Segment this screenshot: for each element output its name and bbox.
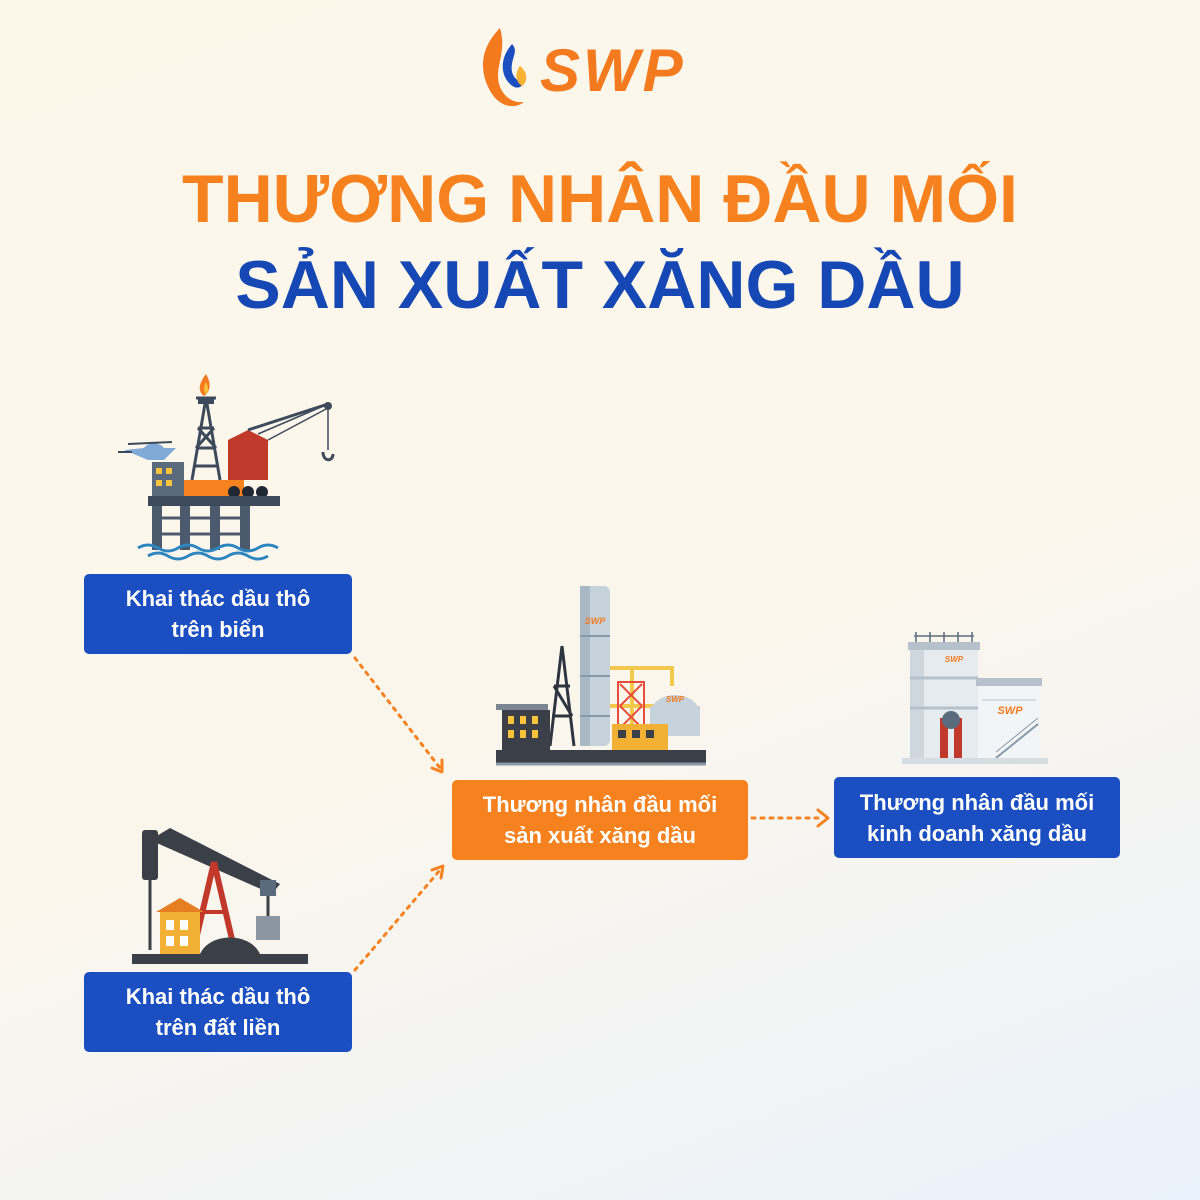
node-trader-line-1: Thương nhân đầu mối (859, 789, 1095, 815)
node-offshore-line-1: Khai thác dầu thô (125, 586, 311, 611)
offshore-platform-illustration (118, 374, 335, 561)
node-onshore-extraction: Khai thác dầu thô trên đất liền (84, 972, 352, 1052)
arrowhead-offshore (430, 758, 444, 774)
node-onshore-line-2: trên đất liền (155, 1015, 281, 1040)
logo-text: SWP (540, 37, 686, 104)
helicopter-icon (124, 443, 176, 460)
svg-text:SWP: SWP (945, 655, 964, 664)
gas-flare-icon (199, 374, 210, 396)
node-onshore-line-1: Khai thác dầu thô (125, 984, 311, 1009)
refinery-label: SWP (585, 616, 606, 626)
tank-label: SWP (997, 705, 1023, 717)
node-offshore-extraction: Khai thác dầu thô trên biển (84, 574, 352, 654)
flame-icon (482, 28, 527, 107)
node-fuel-trader: Thương nhân đầu mối kinh doanh xăng dầu (834, 777, 1120, 858)
node-producer-line-1: Thương nhân đầu mối (482, 792, 718, 817)
arrow-onshore-to-producer (353, 868, 442, 972)
page-title-line-2: SẢN XUẤT XĂNG DẦU (235, 247, 965, 323)
arrow-offshore-to-producer (353, 656, 442, 770)
arrowhead-trader (816, 808, 830, 828)
node-trader-line-2: kinh doanh xăng dầu (866, 820, 1087, 846)
swp-logo: SWP (470, 22, 740, 112)
node-producer-line-2: sản xuất xăng dầu (504, 823, 696, 848)
svg-text:SWP: SWP (666, 695, 685, 704)
storage-tank-illustration: SWP SWP (902, 632, 1048, 764)
node-offshore-line-2: trên biển (171, 617, 265, 642)
pumpjack-illustration (132, 828, 308, 964)
refinery-illustration: SWP SWP (496, 586, 706, 766)
page-title-line-1: THƯƠNG NHÂN ĐẦU MỐI (182, 161, 1018, 237)
node-fuel-producer: Thương nhân đầu mối sản xuất xăng dầu (452, 780, 748, 860)
arrowhead-onshore (430, 864, 445, 880)
